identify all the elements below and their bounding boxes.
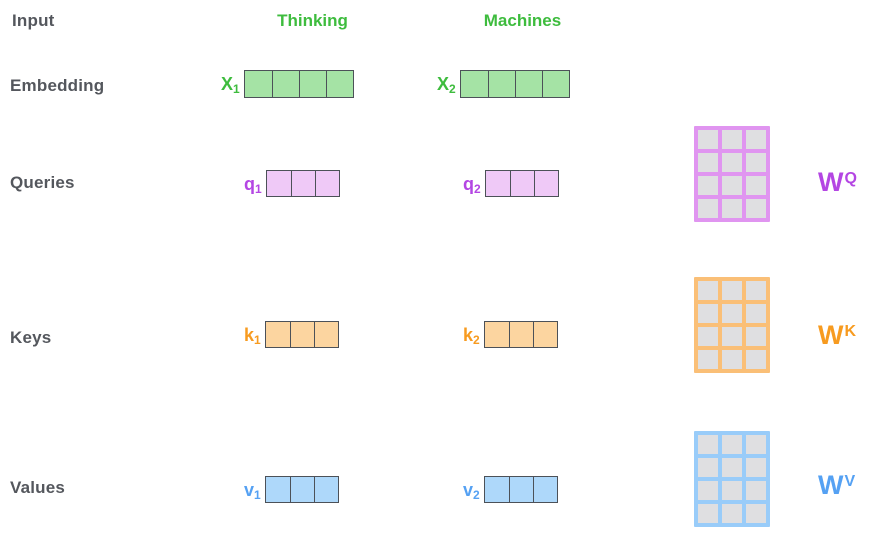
matrix-cell (746, 304, 766, 323)
matrix-cell (722, 481, 742, 500)
matrix-cell (722, 199, 742, 218)
matrix-cell (698, 281, 718, 300)
matrix-cell (722, 350, 742, 369)
vector-cell (508, 322, 533, 347)
vector-cell (485, 171, 510, 196)
vector-label: v1 (244, 479, 261, 502)
vector-cells (484, 170, 559, 197)
vector-cell (298, 71, 326, 97)
query-vector-q2: q2 (463, 170, 559, 197)
matrix-cell (746, 176, 766, 195)
vector-cell (532, 322, 557, 347)
vector-cell (266, 171, 291, 196)
matrix-cell (698, 304, 718, 323)
matrix-cell (722, 304, 742, 323)
matrix-cell (698, 199, 718, 218)
matrix-cell (698, 458, 718, 477)
matrix-cell (746, 153, 766, 172)
matrix-cell (746, 350, 766, 369)
vector-cells (264, 476, 339, 503)
matrix-cell (746, 281, 766, 300)
vector-cell (541, 71, 569, 97)
vector-cells (264, 321, 339, 348)
matrix-cell (722, 458, 742, 477)
matrix-cell (746, 130, 766, 149)
matrix-cell (722, 281, 742, 300)
vector-cell (325, 71, 353, 97)
matrix-cell (698, 176, 718, 195)
vector-cell (314, 171, 339, 196)
weight-matrix-label-wv: WV (818, 470, 856, 500)
matrix-cell (746, 435, 766, 454)
weight-matrix-wq (694, 126, 770, 222)
weight-matrix-label-wq: WQ (818, 167, 857, 197)
matrix-cell (746, 199, 766, 218)
vector-label: X2 (437, 74, 456, 96)
weight-matrix-wk (694, 277, 770, 373)
values-row-label: Values (10, 478, 66, 497)
vector-cell (265, 477, 290, 502)
vector-cell (265, 322, 290, 347)
vector-label: k2 (463, 324, 480, 347)
matrix-cell (746, 504, 766, 523)
matrix-cell (746, 327, 766, 346)
query-vector-q1: q1 (244, 170, 340, 197)
vector-cell (487, 71, 515, 97)
vector-cell (514, 71, 542, 97)
vector-cells (265, 170, 340, 197)
queries-row-label: Queries (10, 173, 75, 192)
vector-cell (484, 477, 509, 502)
vector-cell (460, 71, 488, 97)
vector-cell (484, 322, 509, 347)
matrix-cell (698, 350, 718, 369)
matrix-cell (746, 481, 766, 500)
matrix-cell (722, 130, 742, 149)
vector-cell (509, 171, 534, 196)
weight-matrix-wv (694, 431, 770, 527)
input-word-thinking: Thinking (277, 11, 348, 30)
vector-label: X1 (221, 74, 240, 96)
matrix-cell (722, 176, 742, 195)
matrix-cell (722, 153, 742, 172)
vector-cell (508, 477, 533, 502)
vector-cells (459, 70, 570, 98)
matrix-cell (698, 153, 718, 172)
matrix-cell (698, 435, 718, 454)
matrix-cell (722, 504, 742, 523)
vector-label: v2 (463, 479, 480, 502)
vector-cell (289, 322, 314, 347)
vector-cell (533, 171, 558, 196)
vector-cells (483, 321, 558, 348)
input-word-machines: Machines (483, 11, 562, 30)
matrix-cell (698, 327, 718, 346)
vector-cell (313, 322, 338, 347)
vector-cell (289, 477, 314, 502)
input-row-label: Input (12, 11, 55, 30)
matrix-cell (722, 327, 742, 346)
vector-label: k1 (244, 324, 261, 347)
vector-cell (244, 71, 272, 97)
vector-cells (483, 476, 558, 503)
matrix-cell (698, 130, 718, 149)
key-vector-k1: k1 (244, 321, 339, 348)
matrix-cell (698, 504, 718, 523)
matrix-cell (722, 435, 742, 454)
embedding-vector-x1: X1 (221, 70, 354, 98)
vector-cell (271, 71, 299, 97)
matrix-cell (746, 458, 766, 477)
value-vector-v1: v1 (244, 476, 339, 503)
vector-label: q2 (463, 173, 481, 196)
value-vector-v2: v2 (463, 476, 558, 503)
matrix-cell (698, 481, 718, 500)
vector-cell (532, 477, 557, 502)
keys-row-label: Keys (10, 328, 52, 347)
vector-cell (290, 171, 315, 196)
embedding-row-label: Embedding (10, 76, 105, 95)
vector-cells (243, 70, 354, 98)
embedding-vector-x2: X2 (437, 70, 570, 98)
weight-matrix-label-wk: WK (818, 320, 857, 350)
vector-label: q1 (244, 173, 262, 196)
vector-cell (313, 477, 338, 502)
key-vector-k2: k2 (463, 321, 558, 348)
